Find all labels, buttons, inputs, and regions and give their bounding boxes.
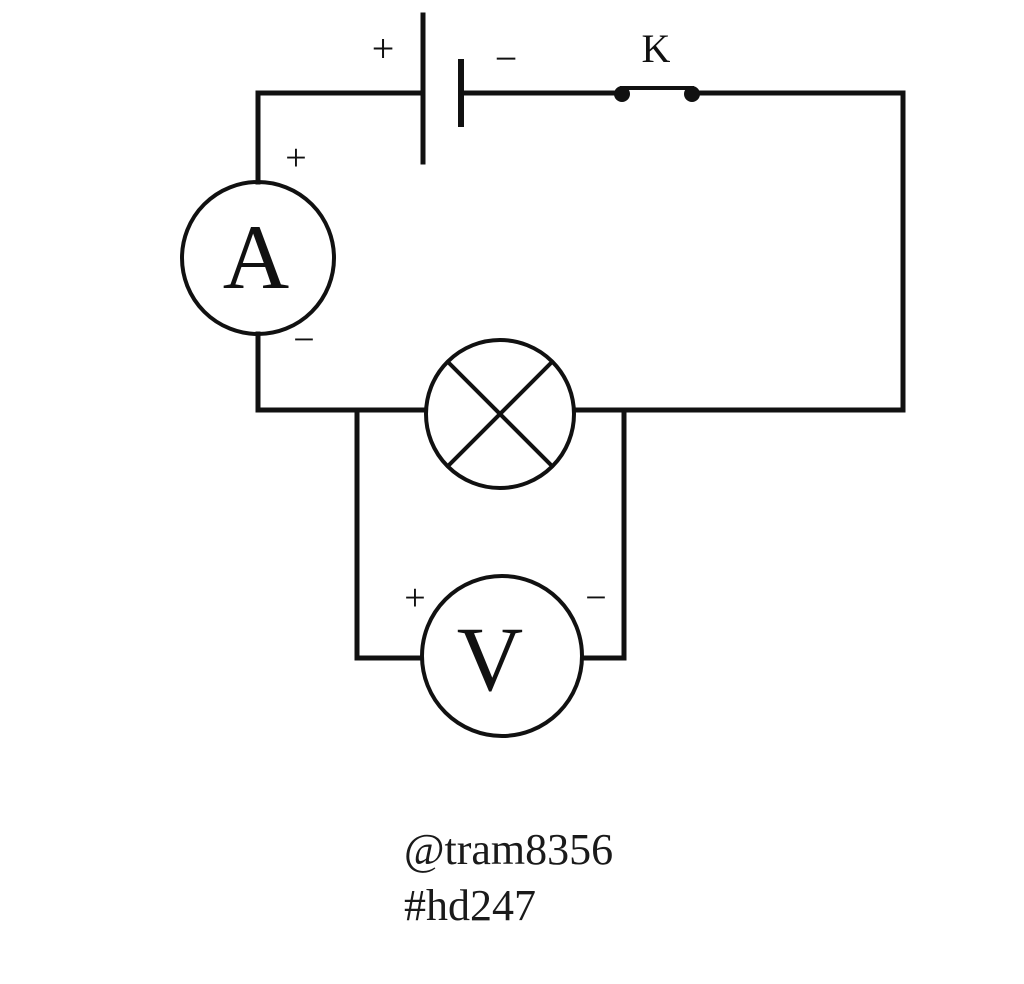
ammeter-symbol: A [223,206,289,308]
voltmeter-circle [420,574,584,738]
lamp-circle [424,338,576,490]
switch-left-contact [614,86,630,102]
battery-minus-label: − [495,36,518,81]
lamp-cross-2 [445,359,555,469]
ammeter-circle [180,180,336,336]
battery-plus-label: + [372,26,395,71]
voltmeter-minus-label: − [585,577,606,619]
voltmeter-plus-label: + [404,577,425,619]
ammeter-minus-label: − [293,319,314,361]
lamp [424,338,576,490]
switch-right-contact [684,86,700,102]
battery: + − [372,12,518,165]
ammeter: A + − [180,137,336,361]
ammeter-plus-label: + [285,137,306,179]
switch: K [614,26,700,102]
voltmeter: V + − [404,574,607,738]
wires [255,90,906,661]
switch-label: K [642,26,671,71]
credit-handle: @tram8356 [404,825,614,874]
voltmeter-symbol: V [457,608,523,710]
credit-tag: #hd247 [404,881,536,930]
